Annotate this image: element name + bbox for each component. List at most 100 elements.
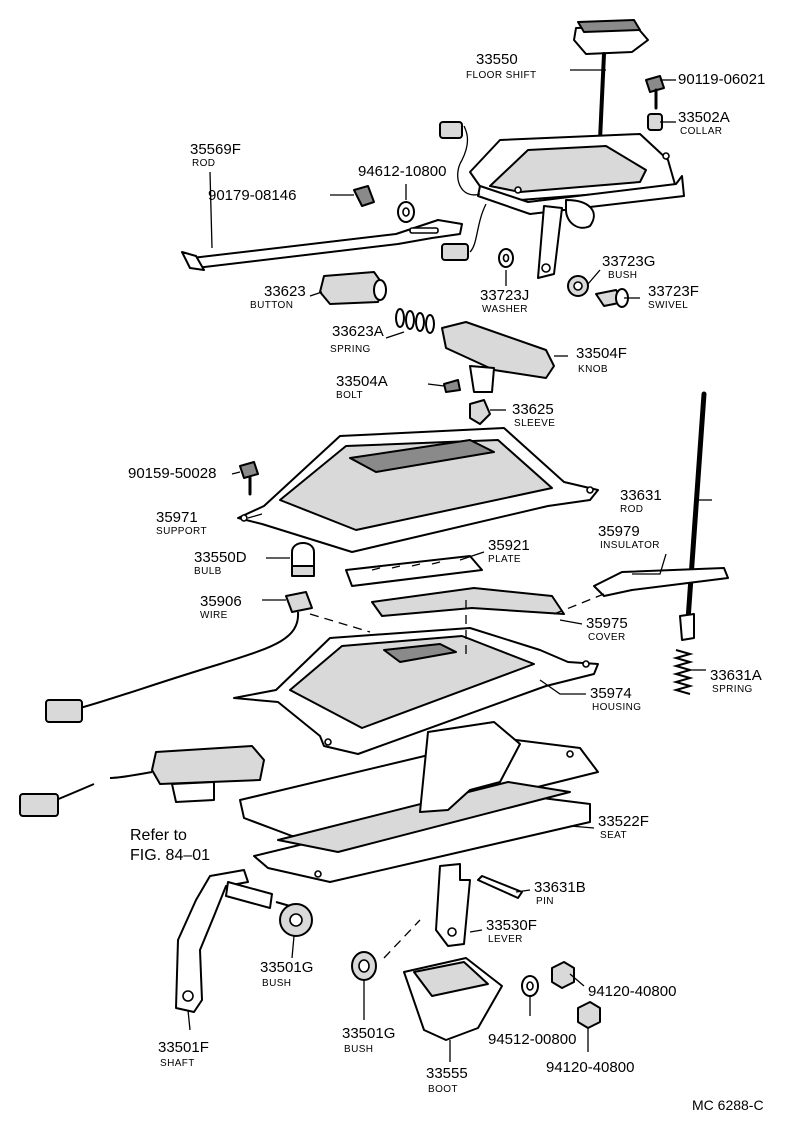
knob-illustration <box>441 321 555 393</box>
housing-illustration <box>233 627 599 755</box>
svg-text:33550D: 33550D <box>194 549 247 566</box>
svg-text:PIN: PIN <box>536 896 554 907</box>
svg-text:35975: 35975 <box>586 615 628 632</box>
svg-text:33501G: 33501G <box>342 1025 395 1042</box>
svg-text:BULB: BULB <box>194 566 222 577</box>
callout-94512-00800: 94512-00800 <box>488 1031 576 1048</box>
svg-text:33504F: 33504F <box>576 345 627 362</box>
svg-text:HOUSING: HOUSING <box>592 702 641 713</box>
bolt-33504a-illustration <box>443 379 461 393</box>
spring-33631a-illustration <box>672 649 694 695</box>
callout-33501g-lower: 33501G BUSH <box>342 1025 395 1055</box>
bulb-illustration <box>291 542 315 577</box>
svg-text:94512-00800: 94512-00800 <box>488 1031 576 1048</box>
svg-text:33631B: 33631B <box>534 879 586 896</box>
alignment-lines <box>309 593 605 959</box>
svg-text:33522F: 33522F <box>598 813 649 830</box>
svg-text:90119-06021: 90119-06021 <box>678 71 765 88</box>
svg-text:33631A: 33631A <box>710 667 762 684</box>
plate-illustration <box>345 555 483 587</box>
washer-33723j-illustration <box>498 248 514 268</box>
screw-90179-illustration <box>353 185 375 207</box>
callout-94120-40800-upper: 94120-40800 <box>588 983 676 1000</box>
svg-text:ROD: ROD <box>192 158 215 169</box>
svg-text:35979: 35979 <box>598 523 640 540</box>
svg-text:BUSH: BUSH <box>608 270 637 281</box>
svg-text:SPRING: SPRING <box>712 684 753 695</box>
svg-text:33502A: 33502A <box>678 109 730 126</box>
svg-text:33723J: 33723J <box>480 287 529 304</box>
svg-text:33631: 33631 <box>620 487 662 504</box>
svg-text:COVER: COVER <box>588 632 626 643</box>
svg-text:BOLT: BOLT <box>336 390 363 401</box>
svg-text:SHAFT: SHAFT <box>160 1058 195 1069</box>
svg-text:35971: 35971 <box>156 509 198 526</box>
reference-line-2: FIG. 84–01 <box>130 847 210 864</box>
callout-33504f: 33504F KNOB <box>576 345 627 375</box>
svg-text:PLATE: PLATE <box>488 554 521 565</box>
svg-text:KNOB: KNOB <box>578 364 608 375</box>
nut-94120-upper-illustration <box>551 961 575 989</box>
svg-text:33501F: 33501F <box>158 1039 209 1056</box>
svg-text:SEAT: SEAT <box>600 830 627 841</box>
svg-text:33625: 33625 <box>512 401 554 418</box>
callout-94612-10800: 94612-10800 <box>358 163 446 180</box>
bush-33723g-illustration <box>567 275 589 297</box>
svg-text:SPRING: SPRING <box>330 344 371 355</box>
svg-text:LEVER: LEVER <box>488 934 523 945</box>
svg-text:33723F: 33723F <box>648 283 699 300</box>
rod-35569f-illustration <box>181 219 463 271</box>
bush-33501g-lower-illustration <box>351 951 377 981</box>
svg-text:33501G: 33501G <box>260 959 313 976</box>
boot-illustration <box>403 957 503 1041</box>
lever-illustration <box>435 863 471 947</box>
seat-illustration <box>239 721 599 883</box>
callout-33501f: 33501F SHAFT <box>158 1039 209 1069</box>
svg-text:35974: 35974 <box>590 685 632 702</box>
svg-text:94120-40800: 94120-40800 <box>546 1059 634 1076</box>
callout-94120-40800-lower: 94120-40800 <box>546 1059 634 1076</box>
drawing-code: MC 6288-C <box>692 1097 764 1113</box>
bush-33501g-upper-illustration <box>279 903 313 937</box>
svg-text:94612-10800: 94612-10800 <box>358 163 446 180</box>
svg-text:35906: 35906 <box>200 593 242 610</box>
svg-text:33504A: 33504A <box>336 373 388 390</box>
svg-text:94120-40800: 94120-40800 <box>588 983 676 1000</box>
pin-illustration <box>477 875 523 899</box>
cover-illustration <box>371 587 565 617</box>
spring-33623a-illustration <box>395 308 435 334</box>
svg-text:33530F: 33530F <box>486 917 537 934</box>
shaft-illustration <box>175 869 291 1013</box>
callout-90179-08146: 90179-08146 <box>208 187 296 204</box>
washer-94512-illustration <box>521 975 539 997</box>
svg-text:BOOT: BOOT <box>428 1084 458 1095</box>
svg-text:ROD: ROD <box>620 504 643 515</box>
svg-text:35569F: 35569F <box>190 141 241 158</box>
svg-text:BUSH: BUSH <box>262 978 291 989</box>
svg-text:BUSH: BUSH <box>344 1044 373 1055</box>
svg-text:WIRE: WIRE <box>200 610 228 621</box>
button-illustration <box>319 271 387 305</box>
svg-text:90179-08146: 90179-08146 <box>208 187 296 204</box>
callout-33501g-upper: 33501G BUSH <box>260 959 313 989</box>
svg-text:35921: 35921 <box>488 537 530 554</box>
leader-lines <box>187 69 712 1062</box>
switch-assembly-illustration <box>19 745 265 817</box>
insulator-illustration <box>593 567 729 597</box>
callout-90159-50028: 90159-50028 <box>128 465 216 482</box>
